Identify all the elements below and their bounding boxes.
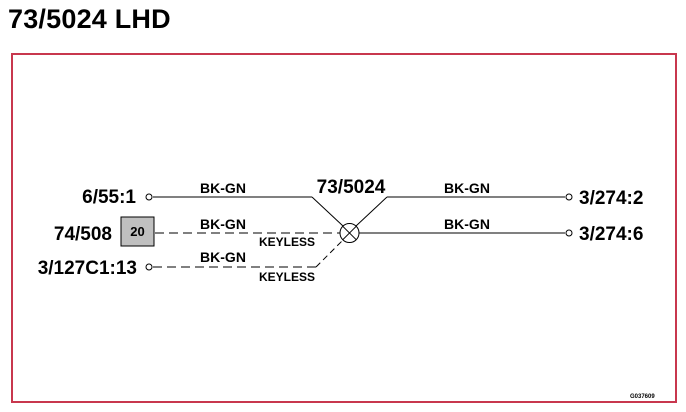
wire-left-bottom-diagonal	[315, 239, 344, 268]
terminal-left-top	[145, 193, 153, 201]
splice-label: 73/5024	[317, 177, 386, 198]
connector-left-mid: 74/508	[54, 224, 112, 245]
diagram-frame	[11, 53, 677, 403]
connector-left-top: 6/55:1	[82, 187, 136, 208]
wire-right-top-diagonal	[355, 196, 388, 227]
figure-code: G037609	[630, 394, 655, 400]
wire-label-left-mid: BK-GN	[200, 216, 246, 232]
connector-right-bottom: 3/274:6	[579, 224, 643, 245]
wire-label-left-top: BK-GN	[200, 180, 246, 196]
connector-right-top: 3/274:2	[579, 188, 643, 209]
wire-left-top-diagonal	[311, 196, 344, 227]
terminal-left-bottom	[145, 263, 153, 271]
option-label-mid: KEYLESS	[259, 235, 315, 249]
terminal-right-bottom	[565, 229, 573, 237]
wire-label-left-bottom: BK-GN	[200, 249, 246, 265]
wire-label-right-top: BK-GN	[444, 180, 490, 196]
connector-left-bottom: 3/127C1:13	[38, 258, 137, 279]
terminal-right-top	[565, 193, 573, 201]
option-label-bottom: KEYLESS	[259, 270, 315, 284]
diagram-title: 73/5024 LHD	[8, 4, 171, 34]
fuse-label: 20	[130, 224, 144, 239]
splice-icon	[339, 223, 360, 243]
wire-label-right-bottom: BK-GN	[444, 216, 490, 232]
fuse-box	[120, 216, 155, 247]
